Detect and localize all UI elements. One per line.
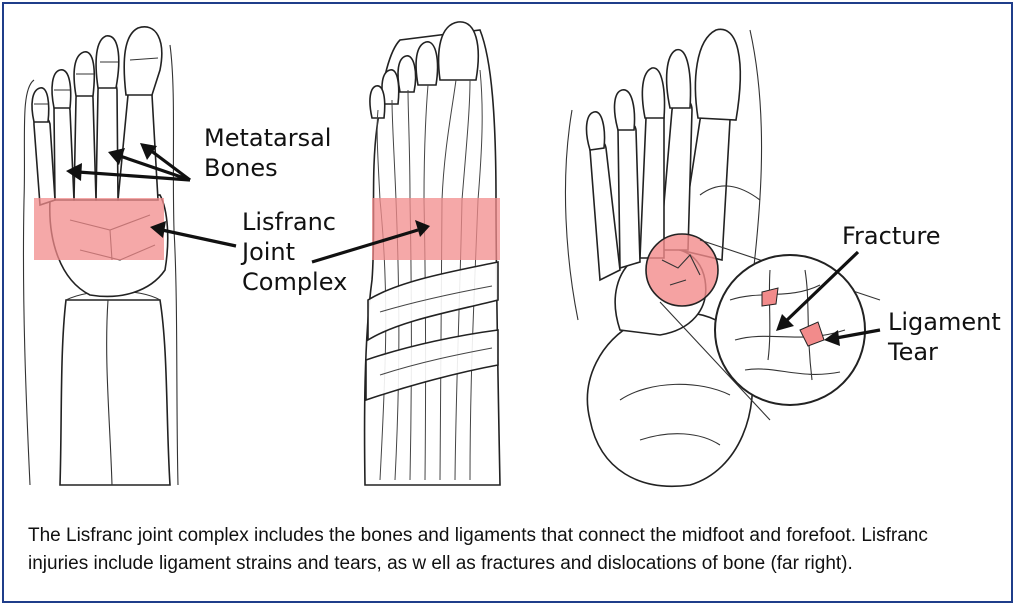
lisfranc-highlight-1 bbox=[34, 198, 164, 260]
label-ligament-1: Ligament bbox=[888, 308, 1001, 336]
label-metatarsal-2: Bones bbox=[204, 154, 278, 182]
label-fracture: Fracture bbox=[842, 222, 941, 250]
lisfranc-highlight-2 bbox=[372, 198, 500, 260]
foot-bones-diagram bbox=[23, 27, 178, 485]
label-lisfranc-2: Joint bbox=[240, 238, 295, 266]
label-lisfranc-1: Lisfranc bbox=[242, 208, 336, 236]
label-metatarsal-1: Metatarsal bbox=[204, 124, 331, 152]
magnified-view bbox=[715, 255, 865, 405]
figure-caption: The Lisfranc joint complex includes the … bbox=[28, 522, 988, 578]
foot-injury-diagram bbox=[565, 29, 880, 486]
foot-tendons-diagram bbox=[365, 22, 500, 485]
label-ligament-2: Tear bbox=[887, 338, 938, 366]
injury-site-highlight bbox=[646, 234, 718, 306]
foot-illustration: Metatarsal Bones Lisfranc Joint Complex … bbox=[0, 0, 1015, 500]
label-lisfranc-3: Complex bbox=[242, 268, 347, 296]
